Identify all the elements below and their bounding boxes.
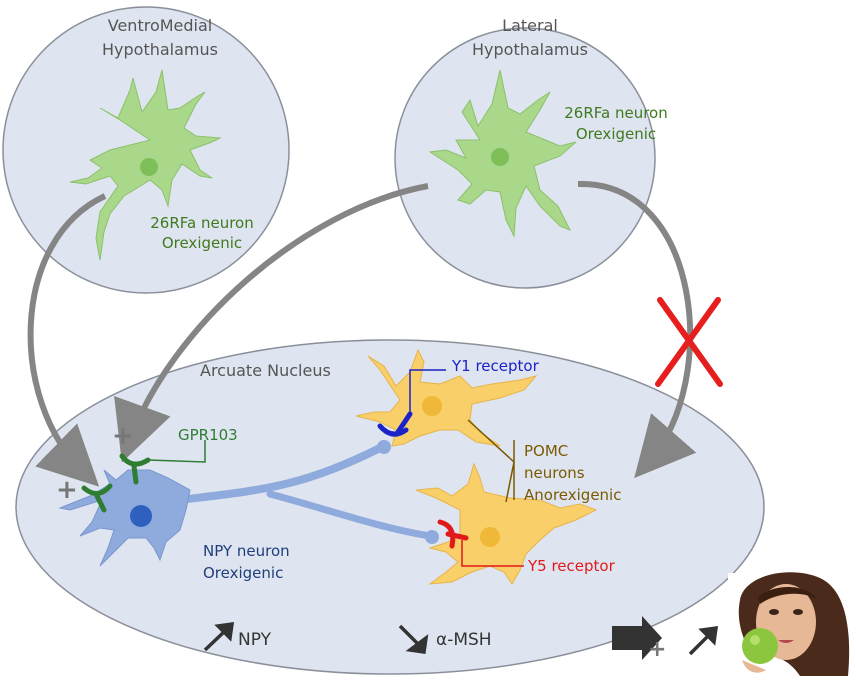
msh-effect-label: α-MSH	[436, 630, 492, 650]
vmh-neuron-label-line1: 26RFa neuron	[150, 214, 253, 232]
arcuate-label: Arcuate Nucleus	[200, 361, 331, 380]
msh-down-arrow-icon	[398, 624, 429, 654]
lh-label-line1: Lateral	[502, 16, 558, 35]
npy-effect-label: NPY	[238, 630, 272, 650]
pomc-bracket	[467, 419, 515, 503]
lh-neuron-label-line2: Orexigenic	[576, 125, 656, 143]
arcuate-region	[15, 339, 765, 675]
gpr103-receptor-top	[119, 453, 151, 485]
pomc-label-line2: neurons	[524, 464, 585, 482]
arrow-lh-to-pomc	[577, 180, 697, 479]
gpr103-receptor-left	[81, 483, 113, 513]
intake-up-arrow-icon	[688, 625, 719, 656]
lh-26rfa-neuron	[428, 69, 577, 238]
lh-label-line2: Hypothalamus	[472, 40, 588, 59]
vmh-neuron-label-line2: Orexigenic	[162, 234, 242, 252]
npy-terminal-y5	[425, 530, 439, 544]
pomc-label-line1: POMC	[524, 442, 568, 460]
npy-up-arrow-icon	[203, 621, 235, 652]
npy-neuron	[58, 469, 191, 567]
gpr103-leader-line	[147, 440, 206, 463]
npy-neuron-label-line1: NPY neuron	[203, 542, 290, 560]
vmh-26rfa-neuron	[69, 69, 222, 261]
y1-leader-line	[409, 369, 446, 412]
arrow-vmh-to-npy	[27, 193, 107, 487]
vmh-label-line1: VentroMedial	[108, 16, 212, 35]
npy-axon-branch	[266, 490, 434, 540]
woman-eating-apple-image	[728, 572, 853, 678]
arrow-lh-to-npy	[114, 183, 429, 463]
pomc-label-line3: Anorexigenic	[524, 486, 621, 504]
y1-label: Y1 receptor	[451, 357, 540, 375]
y5-leader-line	[461, 540, 524, 567]
pomc-neuron-lower	[415, 462, 598, 585]
y1-receptor	[377, 411, 413, 437]
vmh-label-line2: Hypothalamus	[102, 40, 218, 59]
y5-receptor	[437, 519, 469, 549]
plus-sign-arrow: +	[648, 637, 666, 662]
food-intake-arrow-icon	[612, 616, 662, 660]
gpr103-label: GPR103	[178, 426, 238, 444]
plus-sign-left: +	[56, 475, 78, 505]
plus-sign-top: +	[112, 421, 134, 451]
y5-label: Y5 receptor	[527, 557, 616, 575]
npy-terminal-y1	[377, 440, 391, 454]
lh-neuron-label-line1: 26RFa neuron	[564, 104, 667, 122]
blocked-pathway-x	[655, 297, 723, 387]
npy-axon	[176, 444, 384, 504]
npy-neuron-label-line2: Orexigenic	[203, 564, 283, 582]
